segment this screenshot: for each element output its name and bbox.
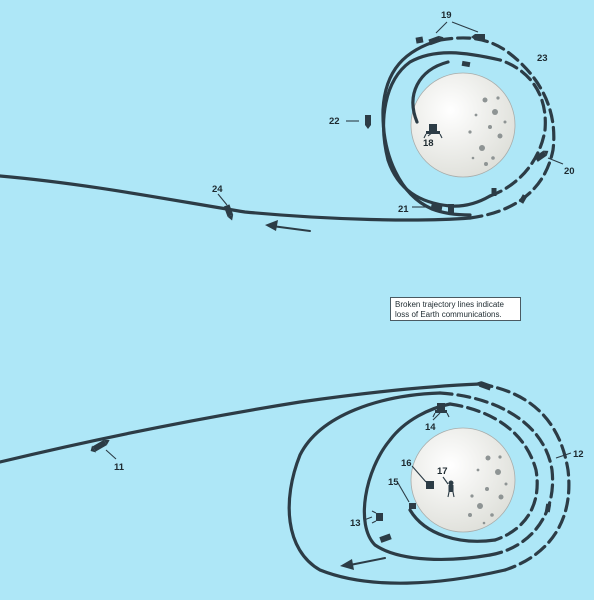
leader-11 [105, 449, 117, 460]
spacecraft-icon-upper-top [461, 60, 471, 68]
lower-middle-orbit [362, 402, 492, 561]
leader-19b [451, 21, 479, 33]
leader-20 [547, 157, 564, 165]
lower-outer-orbit-dashed [478, 382, 571, 572]
spacecraft-icon-lower-bottom [379, 533, 392, 543]
label-14: 14 [425, 422, 436, 433]
upper-outer-orbit [381, 38, 472, 217]
lower-outer-orbit [287, 391, 507, 585]
leader-14 [432, 412, 441, 421]
note-line-2: loss of Earth communications. [395, 310, 502, 319]
upper-moon-craters [468, 96, 507, 166]
label-16: 16 [401, 458, 412, 469]
label-11: 11 [114, 462, 125, 473]
lower-moon-craters [468, 455, 508, 525]
communications-note: Broken trajectory lines indicate loss of… [390, 297, 521, 321]
lower-moon [410, 427, 516, 533]
upper-sequence: 24 22 18 19 23 20 21 [0, 10, 575, 232]
spacecraft-icon-12a [476, 381, 492, 391]
lower-sequence: 11 12 14 13 15 16 17 [0, 381, 584, 585]
lower-arrival-trajectory [0, 382, 482, 464]
leader-15 [397, 482, 410, 503]
lunar-module-icon-16 [426, 481, 434, 489]
label-24: 24 [212, 184, 223, 195]
spacecraft-icon-20 [534, 150, 549, 162]
lunar-module-icon-14 [432, 403, 450, 418]
upper-moon [410, 72, 516, 178]
lower-direction-arrow-icon [340, 557, 386, 570]
upper-middle-orbit-dashed [488, 58, 547, 198]
label-19: 19 [441, 10, 452, 21]
spacecraft-icon-19a [428, 35, 444, 46]
label-21: 21 [398, 204, 409, 215]
leader-19a [435, 21, 448, 34]
label-13: 13 [350, 518, 361, 529]
spacecraft-icon-19b [471, 34, 485, 40]
label-18: 18 [423, 138, 434, 149]
label-20: 20 [564, 166, 575, 177]
label-17: 17 [437, 466, 448, 477]
leader-12 [555, 452, 572, 459]
spacecraft-icon-upper-right [518, 194, 528, 204]
spacecraft-icon-21a [430, 204, 443, 212]
upper-departure-trajectory [0, 174, 472, 222]
leader-18 [427, 131, 434, 137]
label-15: 15 [388, 477, 399, 488]
spacecraft-icon-21b [448, 204, 454, 213]
lower-inner-orbit-dashed [448, 402, 539, 542]
label-22: 22 [329, 116, 340, 127]
leader-16 [411, 465, 427, 483]
label-23: 23 [537, 53, 548, 64]
label-12: 12 [573, 449, 584, 460]
spacecraft-icon-12b [544, 503, 552, 513]
leader-17 [442, 476, 449, 485]
astronaut-icon-17 [447, 480, 455, 498]
spacecraft-icon-22 [365, 115, 371, 129]
lunar-module-icon-15 [409, 503, 416, 509]
lower-middle-orbit-dashed [438, 391, 555, 557]
upper-ascent-trajectory [411, 60, 450, 124]
spacecraft-icon-24 [223, 204, 234, 221]
lower-descent-trajectory [408, 508, 497, 543]
leader-13 [363, 516, 373, 521]
note-line-1: Broken trajectory lines indicate [395, 300, 504, 309]
leader-24 [217, 193, 228, 206]
lunar-module-icon-19 [415, 36, 424, 44]
upper-middle-orbit [382, 51, 502, 208]
upper-direction-arrow-icon [265, 220, 311, 232]
lunar-module-icon-13 [371, 510, 383, 524]
spacecraft-icon-11 [90, 439, 110, 453]
spacecraft-icon-upper-bottom [491, 188, 497, 196]
